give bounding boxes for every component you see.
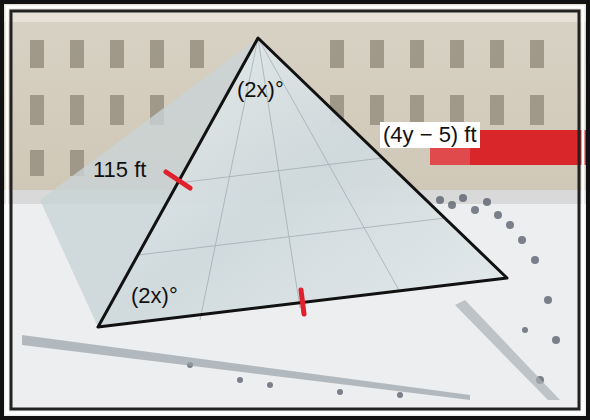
angle-label: (2x)° [234,77,287,103]
side-length-label: 115 ft [90,157,149,183]
angle-label: (2x)° [128,283,181,309]
side-length-label: (4y − 5) ft [380,122,480,148]
